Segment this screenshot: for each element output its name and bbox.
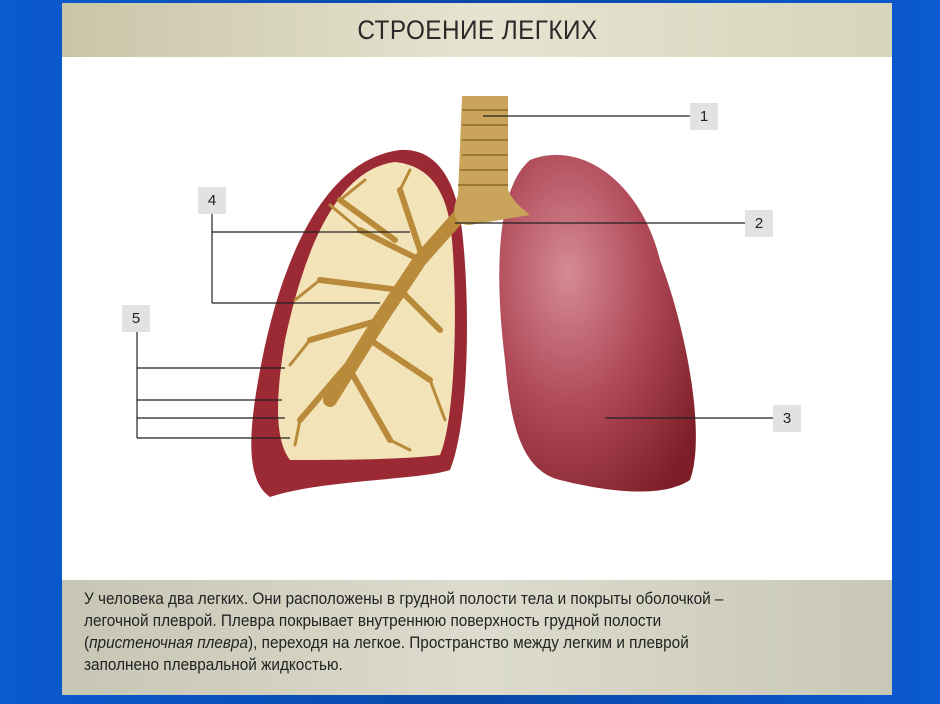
label-4: 4 [198,187,226,214]
caption-line: У человека два легких. Они расположены в… [84,590,724,608]
label-5: 5 [122,305,150,332]
title-bar: СТРОЕНИЕ ЛЕГКИХ [62,3,892,57]
caption: У человека два легких. Они расположены в… [62,580,892,695]
caption-line: (пристеночная плевра), переходя на легко… [84,634,689,652]
right-lung [499,154,696,492]
slide-title: СТРОЕНИЕ ЛЕГКИХ [356,14,598,45]
label-3: 3 [773,405,801,432]
caption-line: заполнено плевральной жидкостью. [84,656,343,674]
caption-line: легочной плеврой. Плевра покрывает внутр… [84,612,662,630]
trachea-rings [458,109,508,186]
lung-cut-surface [278,162,455,460]
caption-italic: пристеночная плевра [89,634,248,652]
bronchial-tree [288,168,467,452]
trachea [454,96,530,225]
label-2: 2 [745,210,773,237]
label-1: 1 [690,103,718,130]
leader-lines [136,115,773,439]
